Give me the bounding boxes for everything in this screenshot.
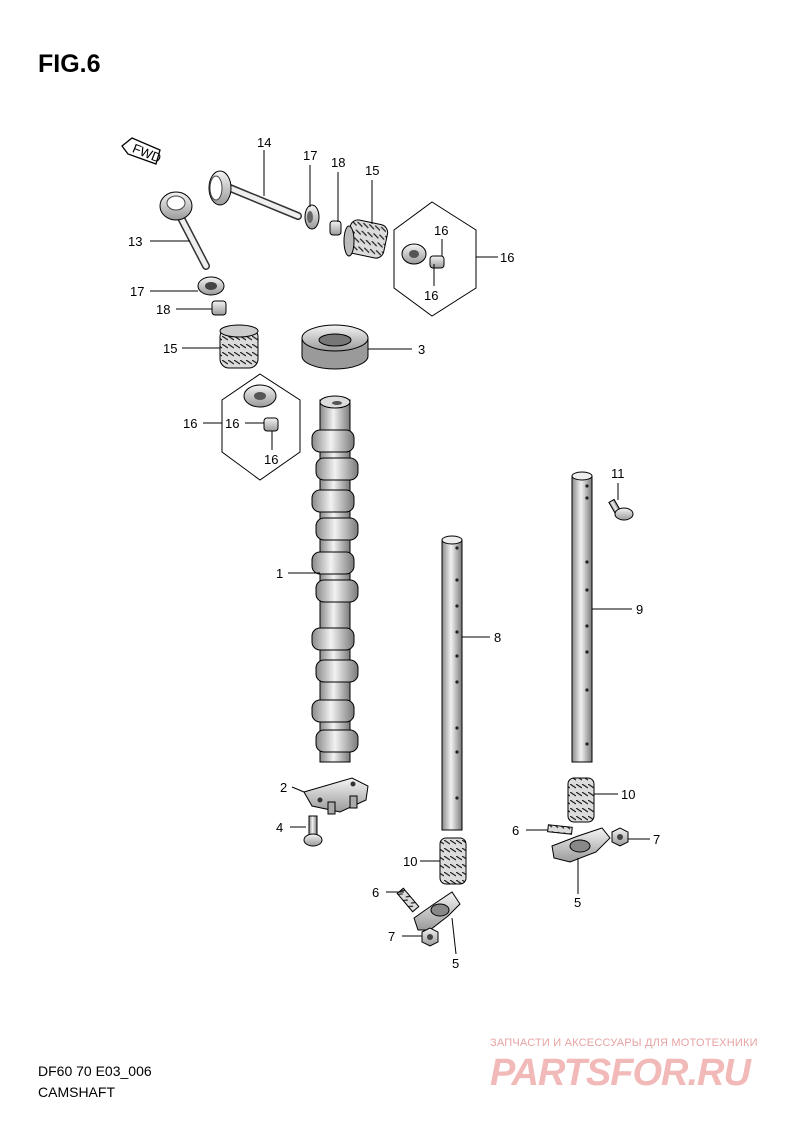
oil-hole: [585, 560, 589, 564]
callout-17-lower: 17: [130, 284, 144, 299]
cam-lobe: [311, 627, 355, 651]
figure-name: CAMSHAFT: [38, 1084, 115, 1100]
oil-hole: [455, 654, 459, 658]
callout-8: 8: [494, 630, 501, 645]
rocker-shaft-right: [571, 471, 593, 763]
callout-7-right: 7: [653, 832, 660, 847]
callout-6-left: 6: [372, 885, 379, 900]
leader-lines: [150, 150, 650, 955]
cam-lobe: [315, 729, 359, 753]
oil-hole: [455, 546, 459, 550]
callout-3: 3: [418, 342, 425, 357]
figure-title: FIG.6: [38, 50, 101, 78]
valve-exhaust: [208, 170, 302, 220]
callout-14-upper: 15: [365, 163, 379, 178]
callout-5-right: 5: [574, 895, 581, 910]
callout-16-b: 16: [424, 288, 438, 303]
lock-nut-right: [611, 827, 629, 847]
valve-cotter-upper: [329, 220, 342, 236]
rocker-shaft-screw: [608, 498, 634, 521]
callout-14-lower: 15: [163, 341, 177, 356]
valve-kit-box-lower: [221, 373, 301, 481]
oil-hole: [585, 588, 589, 592]
cam-lobe: [315, 457, 359, 481]
oil-hole: [455, 796, 459, 800]
callout-6-right: 6: [512, 823, 519, 838]
camshaft-bracket: [303, 777, 369, 815]
rocker-spring-left: [439, 837, 467, 885]
valve-kit-box-upper: [393, 201, 477, 317]
valve-intake: [159, 191, 210, 270]
oil-hole: [455, 578, 459, 582]
callout-17-upper: 17: [303, 148, 317, 163]
valve-retainer-lower: [197, 276, 225, 296]
callout-15-lower: 16: [183, 416, 197, 431]
watermark-logo: PARTSFOR.RU: [490, 1052, 751, 1094]
callout-18-lower: 18: [156, 302, 170, 317]
rocker-arm-right: [551, 827, 611, 863]
camshaft: [311, 395, 359, 763]
callout-18-upper: 18: [331, 155, 345, 170]
callout-12: 13: [128, 234, 142, 249]
valve-retainer-upper: [304, 204, 320, 230]
oil-hole: [455, 604, 459, 608]
callout-13: 14: [257, 135, 271, 150]
forward-arrow-icon: FWD: [121, 137, 163, 166]
oil-hole: [455, 726, 459, 730]
figure-code: DF60 70 E03_006: [38, 1063, 152, 1079]
rocker-spring-right: [567, 777, 595, 823]
callout-10-right: 10: [621, 787, 635, 802]
cam-lobe: [311, 699, 355, 723]
oil-hole: [585, 688, 589, 692]
oil-hole: [455, 630, 459, 634]
oil-hole: [585, 624, 589, 628]
oil-hole: [455, 750, 459, 754]
valve-spring-upper: [343, 219, 389, 259]
cam-lobe: [311, 429, 355, 453]
cam-lobe: [315, 579, 359, 603]
adjusting-screw-left: [396, 887, 420, 913]
callout-9: 9: [636, 602, 643, 617]
oil-hole: [455, 680, 459, 684]
rocker-shaft-left: [441, 535, 463, 831]
cam-lobe: [315, 659, 359, 683]
callout-2: 2: [280, 780, 287, 795]
callout-1: 1: [276, 566, 283, 581]
cam-lobe: [315, 517, 359, 541]
cam-lobe: [311, 489, 355, 513]
oil-hole: [585, 484, 589, 488]
callout-11: 11: [611, 466, 625, 481]
callout-15-upper: 16: [500, 250, 514, 265]
oil-hole: [585, 650, 589, 654]
watermark-text: ЗАПЧАСТИ И АКСЕССУАРЫ ДЛЯ МОТОТЕХНИКИ: [490, 1037, 758, 1049]
callout-labels: 14 17 18 15 16 16 16 13 17 18 15 3 16 16…: [128, 135, 660, 971]
callout-10-left: 10: [403, 854, 417, 869]
callout-7-left: 7: [388, 929, 395, 944]
bracket-bolt: [303, 815, 323, 847]
callout-16-d: 16: [264, 452, 278, 467]
callout-16-c: 16: [225, 416, 239, 431]
fwd-label: FWD: [130, 141, 163, 166]
oil-hole: [585, 742, 589, 746]
valve-spring-lower: [219, 324, 259, 369]
camshaft-oil-seal: [301, 324, 369, 370]
callout-16-a: 16: [434, 223, 448, 238]
callout-5-left: 5: [452, 956, 459, 971]
adjusting-screw-right: [547, 824, 573, 835]
cam-lobe: [311, 551, 355, 575]
lock-nut-left: [421, 927, 439, 947]
oil-hole: [585, 496, 589, 500]
valve-cotter-lower: [211, 300, 227, 316]
rocker-arm-left: [413, 891, 461, 931]
callout-4: 4: [276, 820, 283, 835]
